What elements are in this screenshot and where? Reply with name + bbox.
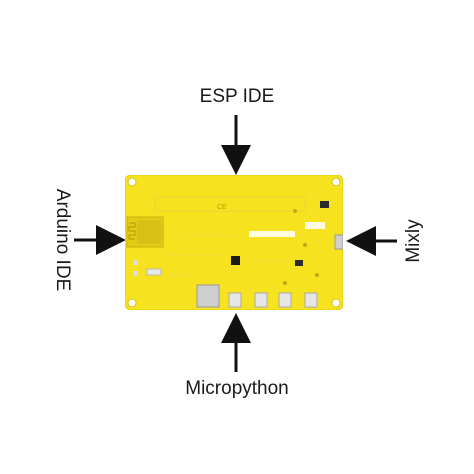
mount-hole xyxy=(127,298,137,308)
trace xyxy=(170,234,285,276)
component xyxy=(283,281,287,285)
header-connector xyxy=(304,292,318,308)
small-chip xyxy=(320,201,329,208)
mount-hole xyxy=(331,177,341,187)
top-tag xyxy=(305,222,325,229)
micropython-label: Micropython xyxy=(185,378,289,399)
component xyxy=(315,273,319,277)
usb-port xyxy=(334,234,343,250)
header-connector xyxy=(228,292,242,308)
sd-slot xyxy=(196,284,220,308)
component xyxy=(293,209,297,213)
esp-ide-label: ESP IDE xyxy=(199,86,275,107)
small-chip xyxy=(295,260,303,266)
module-shield xyxy=(137,220,161,244)
main-chip xyxy=(231,256,240,265)
silkscreen-box xyxy=(154,196,306,212)
mount-hole xyxy=(127,177,137,187)
label-strip xyxy=(249,231,295,237)
component xyxy=(133,260,138,265)
connector xyxy=(146,268,162,276)
component xyxy=(133,271,138,276)
pcb-body xyxy=(125,175,343,310)
mount-hole xyxy=(331,298,341,308)
development-board: CE xyxy=(125,175,343,310)
ce-mark: CE xyxy=(217,204,227,211)
component xyxy=(303,243,307,247)
header-connector xyxy=(278,292,292,308)
antenna-trace xyxy=(128,222,136,240)
header-connector xyxy=(254,292,268,308)
